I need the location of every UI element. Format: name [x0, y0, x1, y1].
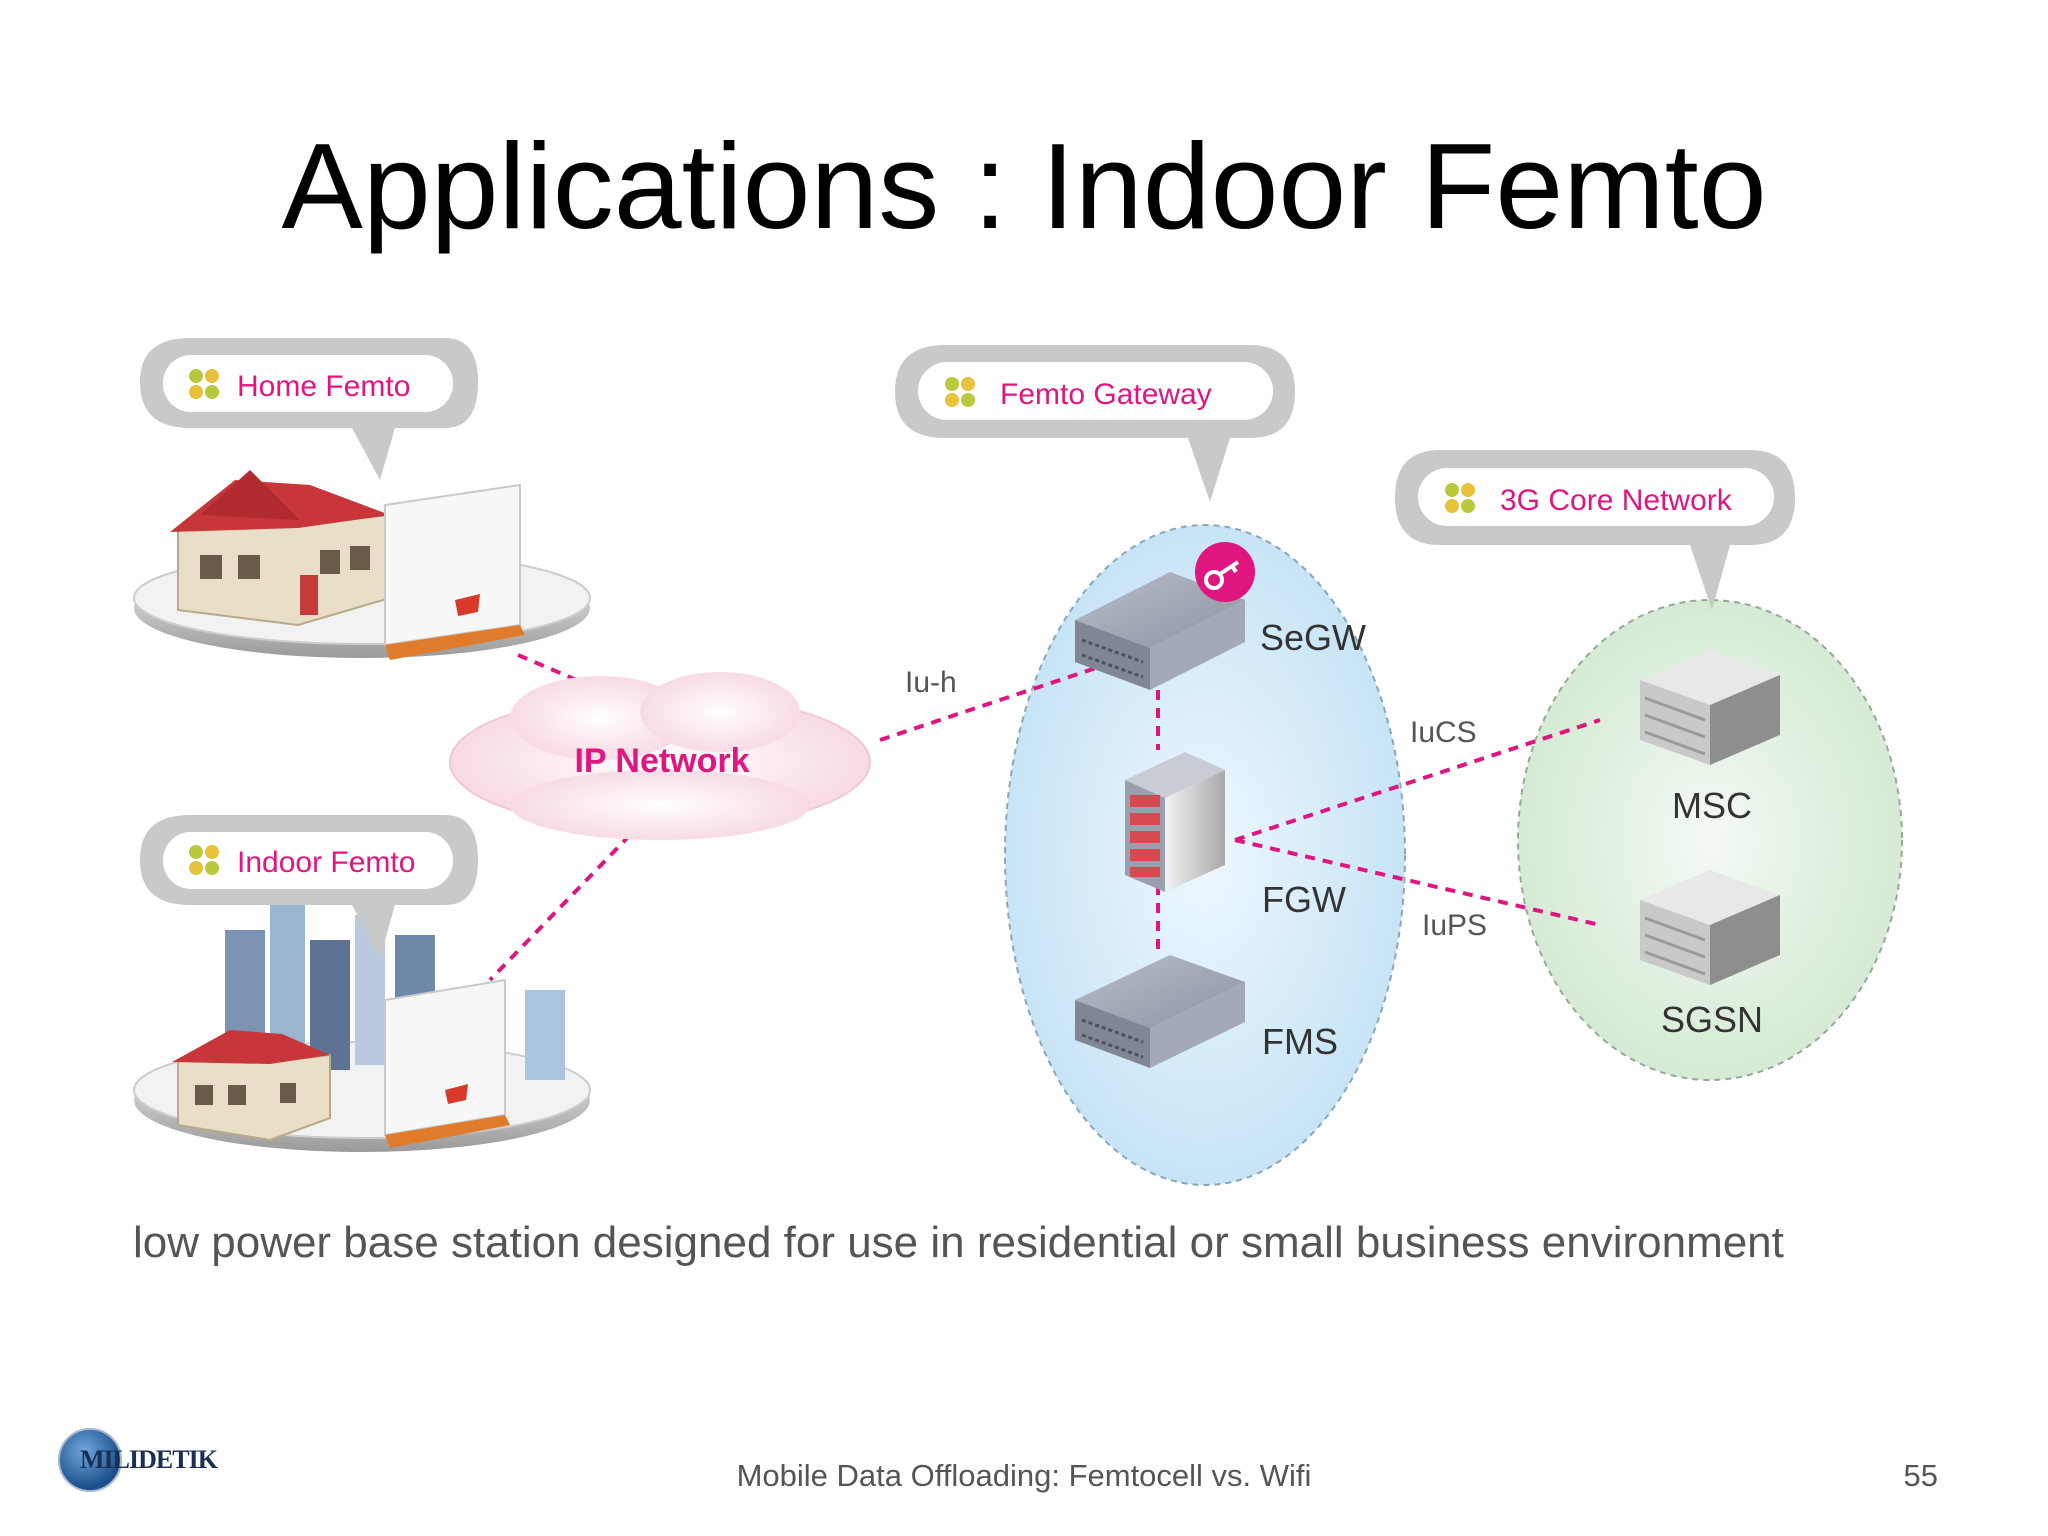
callout-home-femto-label: Home Femto: [237, 370, 410, 403]
link-ip-to-segw: [879, 663, 1106, 742]
fgw-label: FGW: [1262, 879, 1346, 920]
link-label-iu-h: Iu-h: [905, 666, 957, 699]
callout-indoor-femto: Indoor Femto: [140, 815, 478, 958]
page-number: 55: [1903, 1458, 1938, 1493]
segw-label: SeGW: [1260, 617, 1366, 658]
home-femto-illustration: [133, 470, 591, 660]
slide-caption: low power base station designed for use …: [133, 1218, 1784, 1267]
link-label-iucs: IuCS: [1410, 716, 1477, 749]
logo-globe-icon: [58, 1428, 122, 1492]
sgsn-server: [1640, 870, 1780, 985]
bullet-icon: [189, 369, 219, 399]
sgsn-label: SGSN: [1661, 999, 1763, 1040]
callout-femto-gateway-label: Femto Gateway: [1000, 378, 1212, 411]
core-network-zone: [1517, 599, 1903, 1081]
fms-server: [1075, 955, 1245, 1068]
link-ip-to-indoor: [488, 833, 632, 982]
slide-title: Applications : Indoor Femto: [281, 118, 1767, 254]
callout-core-network: 3G Core Network: [1395, 450, 1795, 610]
callout-home-femto: Home Femto: [140, 338, 478, 480]
ip-network-cloud: IP Network: [449, 672, 871, 840]
logo-text: MILIDETIK: [80, 1445, 218, 1474]
msc-label: MSC: [1672, 785, 1752, 826]
msc-server: [1640, 650, 1780, 765]
indoor-femto-illustration: [133, 900, 591, 1152]
bullet-icon: [1445, 483, 1475, 513]
bullet-icon: [945, 377, 975, 407]
key-icon: [1195, 542, 1255, 602]
callout-indoor-femto-label: Indoor Femto: [237, 846, 415, 879]
milidetik-logo: MILIDETIK: [58, 1428, 218, 1494]
ip-network-label: IP Network: [574, 742, 749, 780]
callout-femto-gateway: Femto Gateway: [895, 345, 1295, 502]
slide-footer: Mobile Data Offloading: Femtocell vs. Wi…: [736, 1458, 1312, 1493]
fgw-rack: [1125, 752, 1225, 892]
callout-core-network-label: 3G Core Network: [1500, 484, 1733, 517]
link-label-iups: IuPS: [1422, 909, 1487, 942]
fms-label: FMS: [1262, 1021, 1338, 1062]
link-fgw-to-sgsn: [1234, 838, 1601, 927]
bullet-icon: [189, 845, 219, 875]
